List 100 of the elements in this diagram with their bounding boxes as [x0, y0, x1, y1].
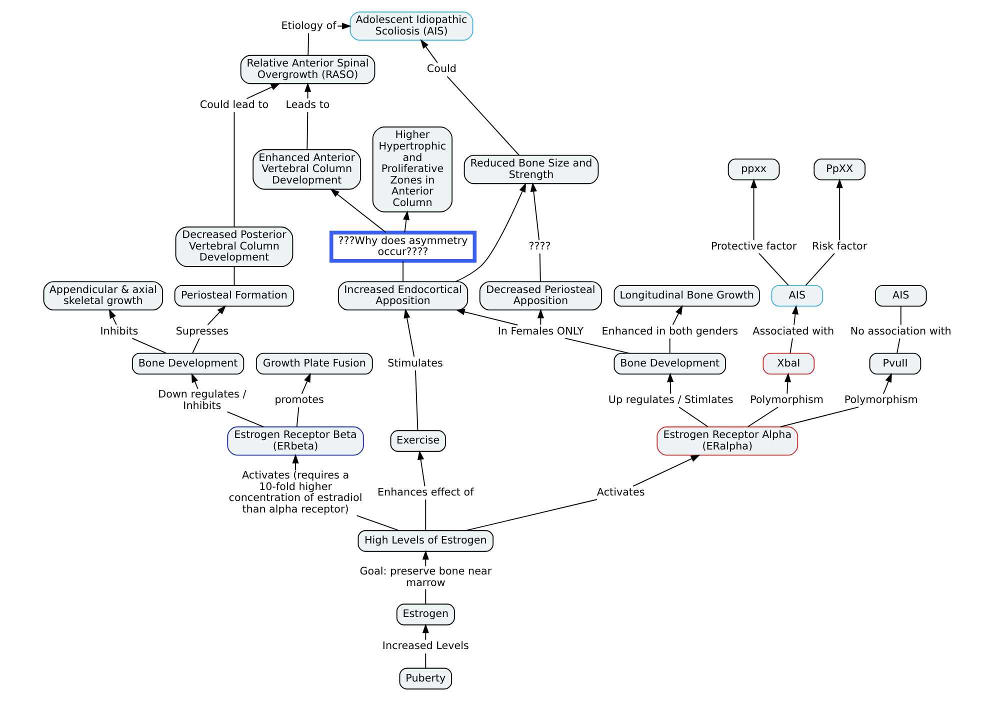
arrow: [422, 624, 428, 640]
connector: [192, 338, 200, 354]
node-box: PvuII: [868, 352, 921, 375]
connector: [402, 260, 403, 282]
connector: [296, 406, 299, 428]
node-text: Associated with: [752, 325, 834, 338]
node-box: Growth Plate Fusion: [255, 352, 372, 375]
node-text: In Females ONLY: [497, 325, 584, 338]
arrow: [882, 372, 892, 394]
node-text: Inhibits: [100, 325, 138, 338]
node-box: Adolescent Idiopathic Scoliosis (AIS): [349, 12, 473, 41]
node-box: XbaI: [762, 352, 814, 375]
connector: [678, 406, 708, 428]
node-text: Etiology of: [280, 20, 336, 32]
connector: [424, 499, 426, 531]
connector: [464, 499, 597, 532]
node-box: ???Why does asymmetry occur????: [328, 230, 476, 263]
node-box: PpXX: [813, 158, 866, 180]
arrow: [292, 454, 298, 471]
node-text: Risk factor: [812, 240, 867, 252]
node-box: Exercise: [390, 430, 446, 452]
node-text: Could: [426, 63, 456, 76]
arrow: [206, 305, 226, 326]
node-box: AIS: [874, 284, 926, 307]
node-text: Activates: [596, 486, 644, 499]
connector: [307, 32, 309, 56]
node-box: Enhanced Anterior Vertebral Column Development: [252, 149, 361, 190]
node-text: Enhances effect of: [377, 486, 474, 499]
node-box: Periosteal Formation: [174, 284, 294, 307]
node-box: Estrogen Receptor Alpha (ERalpha): [656, 426, 798, 456]
node-box: Estrogen Receptor Beta (ERbeta): [226, 426, 364, 456]
connector: [668, 338, 670, 354]
node-text: Leads to: [285, 98, 330, 111]
node-text: Down regulates / Inhibits: [158, 388, 246, 412]
connector: [424, 652, 426, 669]
node-box: Longitudinal Bone Growth: [613, 284, 760, 307]
connector: [900, 306, 901, 326]
arrow: [402, 210, 410, 233]
arrow: [666, 372, 674, 394]
connector: [538, 252, 540, 282]
node-box: Puberty: [398, 668, 452, 690]
node-text: Could lead to: [199, 98, 268, 111]
node-text: Goal: preserve bone near marrow: [359, 566, 492, 590]
arrow: [300, 372, 310, 394]
node-box: Appendicular & axial skeletal growth: [42, 281, 163, 310]
connector: [746, 406, 778, 428]
connector: [233, 112, 234, 228]
connector: [356, 515, 399, 532]
node-box: AIS: [770, 284, 823, 307]
node-text: Polymorphism: [844, 394, 918, 406]
node-box: Decreased Posterior Vertebral Column Development: [174, 226, 293, 268]
node-text: Supresses: [175, 325, 228, 338]
node-text: Stimulates: [387, 357, 442, 370]
arrow: [784, 372, 791, 394]
node-text: promotes: [274, 394, 324, 406]
arrow: [304, 82, 311, 99]
node-text: ????: [528, 240, 550, 252]
arrow: [246, 83, 280, 100]
node-box: Bone Development: [131, 352, 244, 375]
node-text: Protective factor: [710, 240, 796, 252]
arrow: [330, 188, 386, 233]
node-box: Reduced Bone Size and Strength: [463, 154, 598, 184]
arrow: [336, 22, 351, 30]
arrow: [190, 372, 198, 390]
connector: [779, 406, 859, 428]
arrow: [672, 305, 682, 326]
connector: [789, 338, 792, 354]
arrow: [750, 178, 757, 241]
connector: [758, 252, 788, 286]
arrow: [632, 454, 700, 487]
arrow: [403, 308, 414, 358]
node-text: Up regulates / Stimlates: [608, 394, 733, 406]
connector: [804, 252, 834, 286]
node-text: No association with: [850, 325, 951, 338]
node-text: Polymorphism: [750, 394, 824, 406]
arrow: [417, 450, 425, 487]
node-box: Estrogen: [396, 604, 454, 626]
connector: [233, 266, 234, 286]
arrow: [836, 178, 842, 241]
connector: [564, 338, 630, 354]
node-box: Bone Development: [613, 352, 726, 375]
node-box: Decreased Periosteal Apposition: [478, 281, 602, 310]
node-box: Relative Anterior Spinal Overgrowth (RASO): [240, 54, 375, 84]
connector: [414, 370, 418, 431]
arrow: [454, 308, 518, 326]
arrow: [422, 550, 428, 567]
node-box: High Levels of Estrogen: [357, 530, 494, 552]
node-text: Increased Levels: [382, 640, 468, 652]
node-box: Higher Hypertrophic and Proliferative Zones in Anterior Column: [372, 126, 452, 212]
node-box: Increased Endocortical Apposition: [337, 281, 468, 310]
connector: [306, 112, 308, 150]
connector: [896, 338, 900, 354]
node-text: Enhanced in both genders: [601, 325, 738, 338]
node-text: Activates (requires a 10-fold higher concentration of estradiol than alpha receptor): [228, 470, 362, 516]
arrow: [420, 39, 438, 64]
arrow: [791, 304, 798, 326]
arrow: [536, 308, 544, 326]
connector: [446, 76, 520, 156]
node-box: ppxx: [727, 158, 780, 180]
connector: [226, 411, 264, 428]
